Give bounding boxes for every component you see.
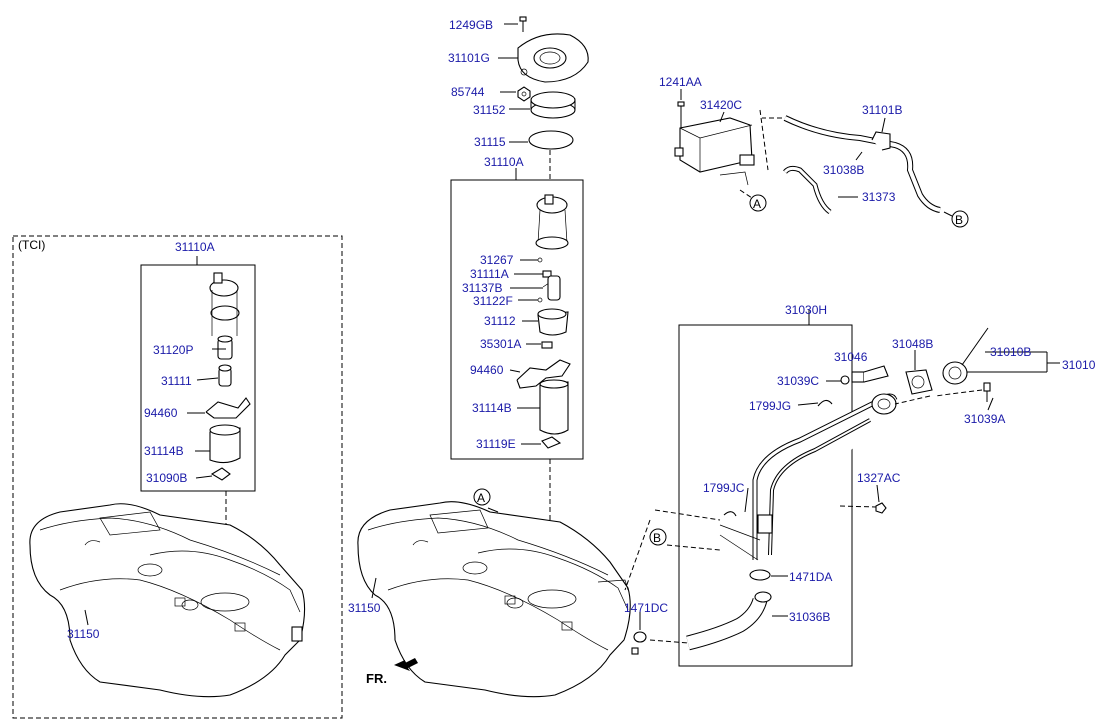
gasket-31048b-icon	[905, 369, 933, 395]
part-label-1471dc[interactable]: 1471DC	[624, 601, 668, 615]
clip-1799jg-icon	[817, 399, 833, 407]
part-label-31048b[interactable]: 31048B	[892, 337, 933, 351]
washer-31039c-icon	[840, 375, 850, 385]
front-arrow-icon	[394, 658, 418, 671]
tci-filter-icon	[217, 335, 233, 360]
cover-plate-31101g-icon	[517, 33, 589, 83]
part-label-31046[interactable]: 31046	[834, 350, 868, 364]
part-label-31010b[interactable]: 31010B	[990, 345, 1031, 359]
part-label-31373[interactable]: 31373	[862, 190, 896, 204]
part-label-31038b[interactable]: 31038B	[823, 163, 864, 177]
part-label-1327ac[interactable]: 1327AC	[857, 471, 901, 485]
part-label-31110a[interactable]: 31110A	[175, 240, 215, 254]
part-label-31114b[interactable]: 31114B	[144, 444, 184, 458]
part-label-1799jg[interactable]: 1799JG	[749, 399, 791, 413]
part-label-31039a[interactable]: 31039A	[964, 412, 1005, 426]
callout-b-top-label: B	[955, 213, 963, 227]
part-label-31030h[interactable]: 31030H	[785, 303, 827, 317]
fuel-tank-icon	[357, 501, 631, 698]
part-label-31111[interactable]: 31111	[161, 374, 192, 388]
callout-a-bottom	[473, 488, 491, 506]
callout-b-top	[951, 210, 969, 228]
callout-b-bottom	[649, 528, 667, 546]
part-label-31150[interactable]: 31150	[67, 627, 100, 641]
callout-a-top	[749, 194, 767, 212]
part-label-31267[interactable]: 31267	[480, 253, 514, 267]
part-label-31122f[interactable]: 31122F	[473, 294, 513, 308]
part-label-31112[interactable]: 31112	[484, 314, 516, 328]
part-label-1471da[interactable]: 1471DA	[789, 570, 832, 584]
callout-a-bottom-label: A	[477, 491, 485, 505]
part-label-31090b[interactable]: 31090B	[146, 471, 187, 485]
part-label-31101g[interactable]: 31101G	[448, 51, 490, 65]
pump-parts-icon	[516, 257, 571, 449]
clamp-1471dc-icon	[631, 631, 647, 655]
part-label-31119e[interactable]: 31119E	[476, 437, 516, 451]
part-label-31120p[interactable]: 31120P	[153, 343, 193, 357]
hose-31373-icon	[783, 165, 832, 215]
part-label-1241aa[interactable]: 1241AA	[659, 75, 702, 89]
part-label-31110a[interactable]: 31110A	[484, 155, 524, 169]
fr-label: FR.	[366, 671, 387, 686]
clamp-1471da-icon	[749, 569, 771, 581]
callout-b-bottom-label: B	[653, 531, 661, 545]
tci-pump-flange-icon	[209, 272, 240, 336]
part-label-31420c[interactable]: 31420C	[700, 98, 742, 112]
tci-group-frame	[12, 235, 343, 719]
pump-module-box	[450, 179, 584, 460]
canister-31420c-icon	[674, 117, 755, 186]
part-label-1249gb[interactable]: 1249GB	[449, 18, 493, 32]
tci-pump-box	[140, 264, 256, 492]
nut-1327ac-icon	[875, 502, 887, 514]
filler-neck-31030h-icon	[719, 393, 898, 561]
tci-wire-bracket-icon	[205, 397, 251, 419]
part-label-94460[interactable]: 94460	[144, 406, 178, 420]
part-label-94460[interactable]: 94460	[470, 363, 504, 377]
part-label-31010[interactable]: 31010	[1062, 358, 1096, 372]
part-label-31039c[interactable]: 31039C	[777, 374, 819, 388]
part-label-31114b[interactable]: 31114B	[472, 401, 512, 415]
bolt-31039a-icon	[983, 382, 991, 402]
o-ring-31115-icon	[528, 130, 574, 150]
tci-reservoir-icon	[209, 424, 241, 464]
callout-a-top-label: A	[753, 197, 761, 211]
tci-sender-icon	[218, 364, 232, 387]
filler-neck-box	[678, 324, 853, 667]
bracket-31101b-icon	[871, 131, 891, 151]
part-label-31036b[interactable]: 31036B	[789, 610, 830, 624]
clip-1799jc-icon	[723, 511, 737, 517]
part-label-31115[interactable]: 31115	[474, 135, 506, 149]
part-label-31111a[interactable]: 31111A	[470, 267, 509, 281]
lock-ring-31152-icon	[530, 91, 576, 119]
part-label-31150[interactable]: 31150	[348, 601, 381, 615]
retainer-31046-icon	[851, 365, 889, 383]
tci-label: (TCI)	[18, 238, 45, 252]
part-label-1799jc[interactable]: 1799JC	[703, 481, 745, 495]
part-label-31152[interactable]: 31152	[473, 103, 506, 117]
tci-bracket-small-icon	[210, 467, 231, 481]
part-label-31137b[interactable]: 31137B	[462, 281, 502, 295]
bolt-1241aa-icon	[677, 101, 685, 128]
nut-85744-icon	[517, 86, 531, 102]
filler-hose-31036b-icon	[686, 591, 772, 651]
part-label-31101b[interactable]: 31101B	[862, 103, 902, 117]
pump-flange-icon	[535, 194, 569, 250]
bolt-1249gb-icon	[519, 16, 527, 32]
part-label-35301a[interactable]: 35301A	[480, 337, 521, 351]
vent-hose-31038b-icon	[783, 115, 941, 213]
fuel-cap-31010b-icon	[942, 327, 989, 385]
tci-fuel-tank-icon	[29, 503, 306, 698]
part-label-85744[interactable]: 85744	[451, 85, 485, 99]
